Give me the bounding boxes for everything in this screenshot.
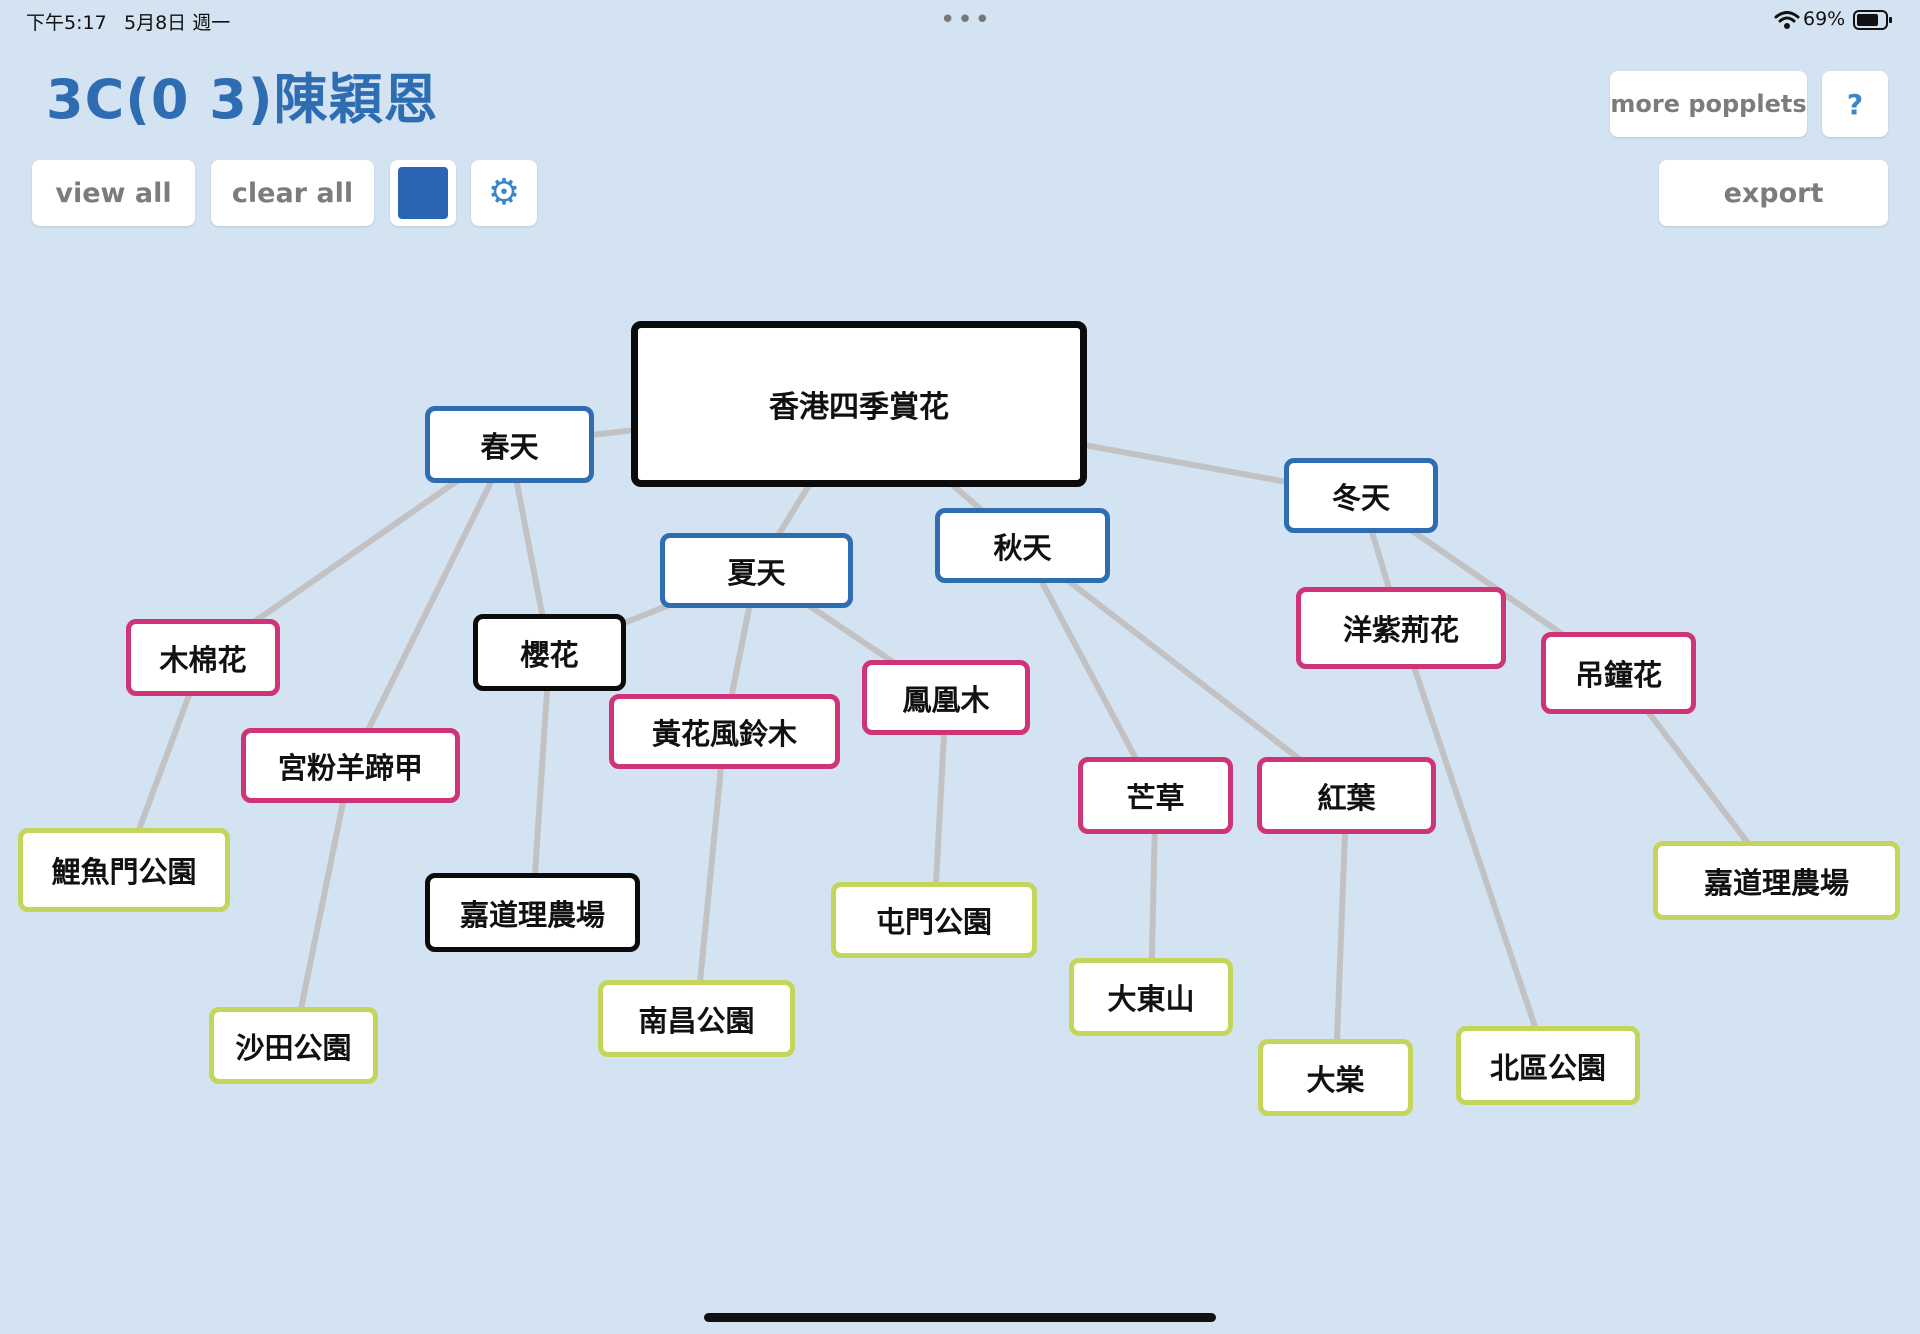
- connector-golden_shower-nam_cheong: [693, 731, 728, 1019]
- connector-autumn-silvergrass: [1019, 544, 1159, 797]
- node-golden-shower[interactable]: 黃花風鈴木: [609, 694, 840, 769]
- node-north-district-park[interactable]: 北區公園: [1456, 1026, 1640, 1105]
- node-sakura[interactable]: 櫻花: [473, 614, 626, 691]
- node-tuen-mun-park[interactable]: 屯門公園: [831, 882, 1037, 958]
- node-nam-cheong-park[interactable]: 南昌公園: [598, 980, 795, 1057]
- node-silvergrass[interactable]: 芒草: [1078, 757, 1233, 834]
- more-popplets-button[interactable]: more popplets: [1610, 71, 1807, 137]
- gear-icon: ⚙: [487, 172, 521, 213]
- node-summer[interactable]: 夏天: [660, 533, 853, 608]
- node-root[interactable]: 香港四季賞花: [631, 321, 1087, 487]
- status-time: 下午5:17: [26, 12, 107, 34]
- node-autumn[interactable]: 秋天: [935, 508, 1110, 583]
- node-lei-yue-mun-park[interactable]: 鯉魚門公園: [18, 828, 230, 912]
- multitask-dots[interactable]: •••: [940, 5, 993, 35]
- export-button[interactable]: export: [1659, 160, 1888, 226]
- settings-button[interactable]: ⚙: [471, 160, 537, 226]
- color-swatch: [398, 167, 448, 219]
- clear-all-button[interactable]: clear all: [211, 160, 374, 226]
- node-spring[interactable]: 春天: [425, 406, 594, 483]
- node-kadoorie-farm-2[interactable]: 嘉道理農場: [1653, 841, 1900, 920]
- battery-icon: [1853, 10, 1892, 30]
- node-winter[interactable]: 冬天: [1284, 458, 1438, 533]
- battery-percent: 69%: [1803, 8, 1846, 30]
- color-picker-button[interactable]: [390, 160, 456, 226]
- wifi-icon: [1774, 11, 1800, 29]
- connector-spring-bauhinia: [347, 443, 513, 767]
- node-bauhinia[interactable]: 宮粉羊蹄甲: [241, 728, 460, 803]
- connector-autumn-red_leaves: [1020, 543, 1349, 798]
- node-flame-tree[interactable]: 鳳凰木: [862, 660, 1030, 735]
- node-bougainvillea[interactable]: 洋紫荊花: [1296, 587, 1506, 669]
- node-tai-tung-shan[interactable]: 大東山: [1069, 958, 1233, 1036]
- home-indicator[interactable]: [704, 1313, 1216, 1322]
- view-all-button[interactable]: view all: [32, 160, 195, 226]
- node-kapok[interactable]: 木棉花: [126, 619, 280, 696]
- node-red-leaves[interactable]: 紅葉: [1257, 757, 1436, 834]
- connector-sakura-kadoorie_1: [529, 652, 553, 913]
- node-tai-tong[interactable]: 大棠: [1258, 1039, 1413, 1116]
- connector-bauhinia-shatin_park: [290, 764, 354, 1047]
- status-date: 5月8日 週一: [124, 12, 231, 34]
- connector-bougainvillea-north_district: [1398, 627, 1551, 1067]
- connector-red_leaves-tai_tong: [1332, 795, 1350, 1078]
- node-bell-flower[interactable]: 吊鐘花: [1541, 632, 1696, 714]
- node-kadoorie-farm-1[interactable]: 嘉道理農場: [425, 873, 640, 952]
- node-shatin-park[interactable]: 沙田公園: [209, 1007, 378, 1084]
- help-button[interactable]: ?: [1822, 71, 1888, 137]
- page-title[interactable]: 3C(0 3)陳穎恩: [46, 68, 439, 131]
